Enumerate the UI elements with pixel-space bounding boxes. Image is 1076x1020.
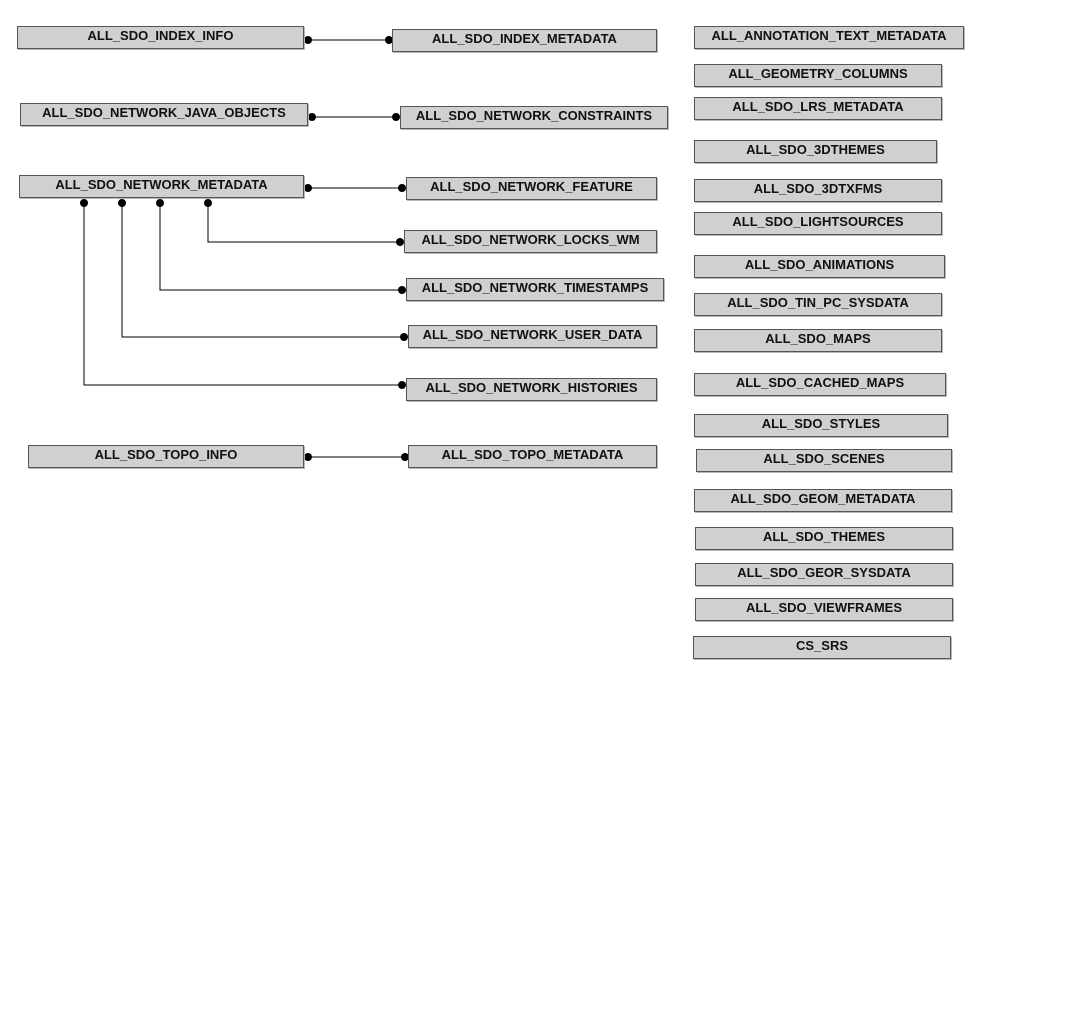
entity-label: ALL_SDO_GEOM_METADATA xyxy=(730,491,916,506)
connector-dot xyxy=(396,238,404,246)
entity-label: ALL_SDO_GEOR_SYSDATA xyxy=(737,565,911,580)
entity-all-sdo-network-histories[interactable]: ALL_SDO_NETWORK_HISTORIES xyxy=(406,378,657,401)
connector-dot xyxy=(118,199,126,207)
entity-label: ALL_SDO_MAPS xyxy=(765,331,871,346)
entity-label: ALL_SDO_NETWORK_LOCKS_WM xyxy=(421,232,640,247)
connector-dot xyxy=(385,36,393,44)
entity-all-sdo-topo-metadata[interactable]: ALL_SDO_TOPO_METADATA xyxy=(408,445,657,468)
entity-all-sdo-tin-pc-sysdata[interactable]: ALL_SDO_TIN_PC_SYSDATA xyxy=(694,293,942,316)
entity-label: ALL_SDO_TOPO_METADATA xyxy=(441,447,624,462)
entity-label: ALL_SDO_3DTHEMES xyxy=(746,142,885,157)
entity-all-sdo-lrs-metadata[interactable]: ALL_SDO_LRS_METADATA xyxy=(694,97,942,120)
entity-label: ALL_SDO_NETWORK_HISTORIES xyxy=(425,380,638,395)
entity-label: ALL_ANNOTATION_TEXT_METADATA xyxy=(711,28,947,43)
entity-all-sdo-3dtxfms[interactable]: ALL_SDO_3DTXFMS xyxy=(694,179,942,202)
connector-dot xyxy=(304,184,312,192)
entity-all-sdo-scenes[interactable]: ALL_SDO_SCENES xyxy=(696,449,952,472)
entity-label: ALL_SDO_TIN_PC_SYSDATA xyxy=(727,295,909,310)
entity-all-sdo-network-java-objects[interactable]: ALL_SDO_NETWORK_JAVA_OBJECTS xyxy=(20,103,308,126)
relationship-line-network-metadata-to-locks-wm xyxy=(207,203,400,243)
connector-dot xyxy=(156,199,164,207)
connector-dot xyxy=(398,184,406,192)
connector-dot xyxy=(204,199,212,207)
entity-label: ALL_SDO_NETWORK_METADATA xyxy=(55,177,268,192)
connector-dot xyxy=(308,113,316,121)
entity-all-sdo-network-metadata[interactable]: ALL_SDO_NETWORK_METADATA xyxy=(19,175,304,198)
entity-label: ALL_SDO_LRS_METADATA xyxy=(732,99,904,114)
entity-label: ALL_SDO_INDEX_INFO xyxy=(87,28,234,43)
entity-label: ALL_SDO_THEMES xyxy=(762,529,886,544)
entity-label: ALL_SDO_STYLES xyxy=(761,416,881,431)
entity-label: ALL_SDO_VIEWFRAMES xyxy=(745,600,902,615)
entity-all-sdo-lightsources[interactable]: ALL_SDO_LIGHTSOURCES xyxy=(694,212,942,235)
entity-all-sdo-cached-maps[interactable]: ALL_SDO_CACHED_MAPS xyxy=(694,373,946,396)
relationship-line-network-metadata-to-timestamps xyxy=(159,203,402,291)
entity-label: ALL_SDO_NETWORK_USER_DATA xyxy=(422,327,643,342)
entity-label: ALL_SDO_INDEX_METADATA xyxy=(432,31,617,46)
entity-label: ALL_SDO_CACHED_MAPS xyxy=(735,375,905,390)
entity-all-sdo-viewframes[interactable]: ALL_SDO_VIEWFRAMES xyxy=(695,598,953,621)
entity-all-sdo-styles[interactable]: ALL_SDO_STYLES xyxy=(694,414,948,437)
entity-all-sdo-network-timestamps[interactable]: ALL_SDO_NETWORK_TIMESTAMPS xyxy=(406,278,664,301)
entity-all-sdo-maps[interactable]: ALL_SDO_MAPS xyxy=(694,329,942,352)
entity-all-sdo-topo-info[interactable]: ALL_SDO_TOPO_INFO xyxy=(28,445,304,468)
entity-all-sdo-themes[interactable]: ALL_SDO_THEMES xyxy=(695,527,953,550)
entity-label: ALL_SDO_LIGHTSOURCES xyxy=(732,214,904,229)
entity-all-sdo-geor-sysdata[interactable]: ALL_SDO_GEOR_SYSDATA xyxy=(695,563,953,586)
connector-dot xyxy=(304,36,312,44)
entity-all-sdo-network-locks-wm[interactable]: ALL_SDO_NETWORK_LOCKS_WM xyxy=(404,230,657,253)
connector-dot xyxy=(304,453,312,461)
entity-label: ALL_GEOMETRY_COLUMNS xyxy=(728,66,908,81)
connector-dot xyxy=(398,286,406,294)
entity-all-sdo-index-info[interactable]: ALL_SDO_INDEX_INFO xyxy=(17,26,304,49)
relationship-line-network-metadata-to-histories xyxy=(83,203,402,386)
entity-all-sdo-network-constraints[interactable]: ALL_SDO_NETWORK_CONSTRAINTS xyxy=(400,106,668,129)
connector-dot xyxy=(400,333,408,341)
entity-cs-srs[interactable]: CS_SRS xyxy=(693,636,951,659)
connector-dot xyxy=(398,381,406,389)
entity-all-annotation-text-metadata[interactable]: ALL_ANNOTATION_TEXT_METADATA xyxy=(694,26,964,49)
entity-label: ALL_SDO_NETWORK_JAVA_OBJECTS xyxy=(42,105,286,120)
entity-all-sdo-index-metadata[interactable]: ALL_SDO_INDEX_METADATA xyxy=(392,29,657,52)
entity-all-sdo-network-feature[interactable]: ALL_SDO_NETWORK_FEATURE xyxy=(406,177,657,200)
entity-label: ALL_SDO_NETWORK_TIMESTAMPS xyxy=(421,280,649,295)
entity-all-sdo-3dthemes[interactable]: ALL_SDO_3DTHEMES xyxy=(694,140,937,163)
entity-all-sdo-network-user-data[interactable]: ALL_SDO_NETWORK_USER_DATA xyxy=(408,325,657,348)
entity-label: ALL_SDO_NETWORK_CONSTRAINTS xyxy=(415,108,653,123)
entity-label: ALL_SDO_ANIMATIONS xyxy=(744,257,895,272)
connector-dot xyxy=(80,199,88,207)
entity-all-geometry-columns[interactable]: ALL_GEOMETRY_COLUMNS xyxy=(694,64,942,87)
entity-label: CS_SRS xyxy=(795,638,849,653)
connector-dot xyxy=(401,453,409,461)
entity-label: ALL_SDO_TOPO_INFO xyxy=(94,447,238,462)
connector-dot xyxy=(392,113,400,121)
entity-label: ALL_SDO_NETWORK_FEATURE xyxy=(430,179,633,194)
entity-label: ALL_SDO_3DTXFMS xyxy=(753,181,883,196)
entity-all-sdo-animations[interactable]: ALL_SDO_ANIMATIONS xyxy=(694,255,945,278)
relationship-line-network-metadata-to-user-data xyxy=(121,203,404,338)
entity-all-sdo-geom-metadata[interactable]: ALL_SDO_GEOM_METADATA xyxy=(694,489,952,512)
entity-label: ALL_SDO_SCENES xyxy=(763,451,885,466)
